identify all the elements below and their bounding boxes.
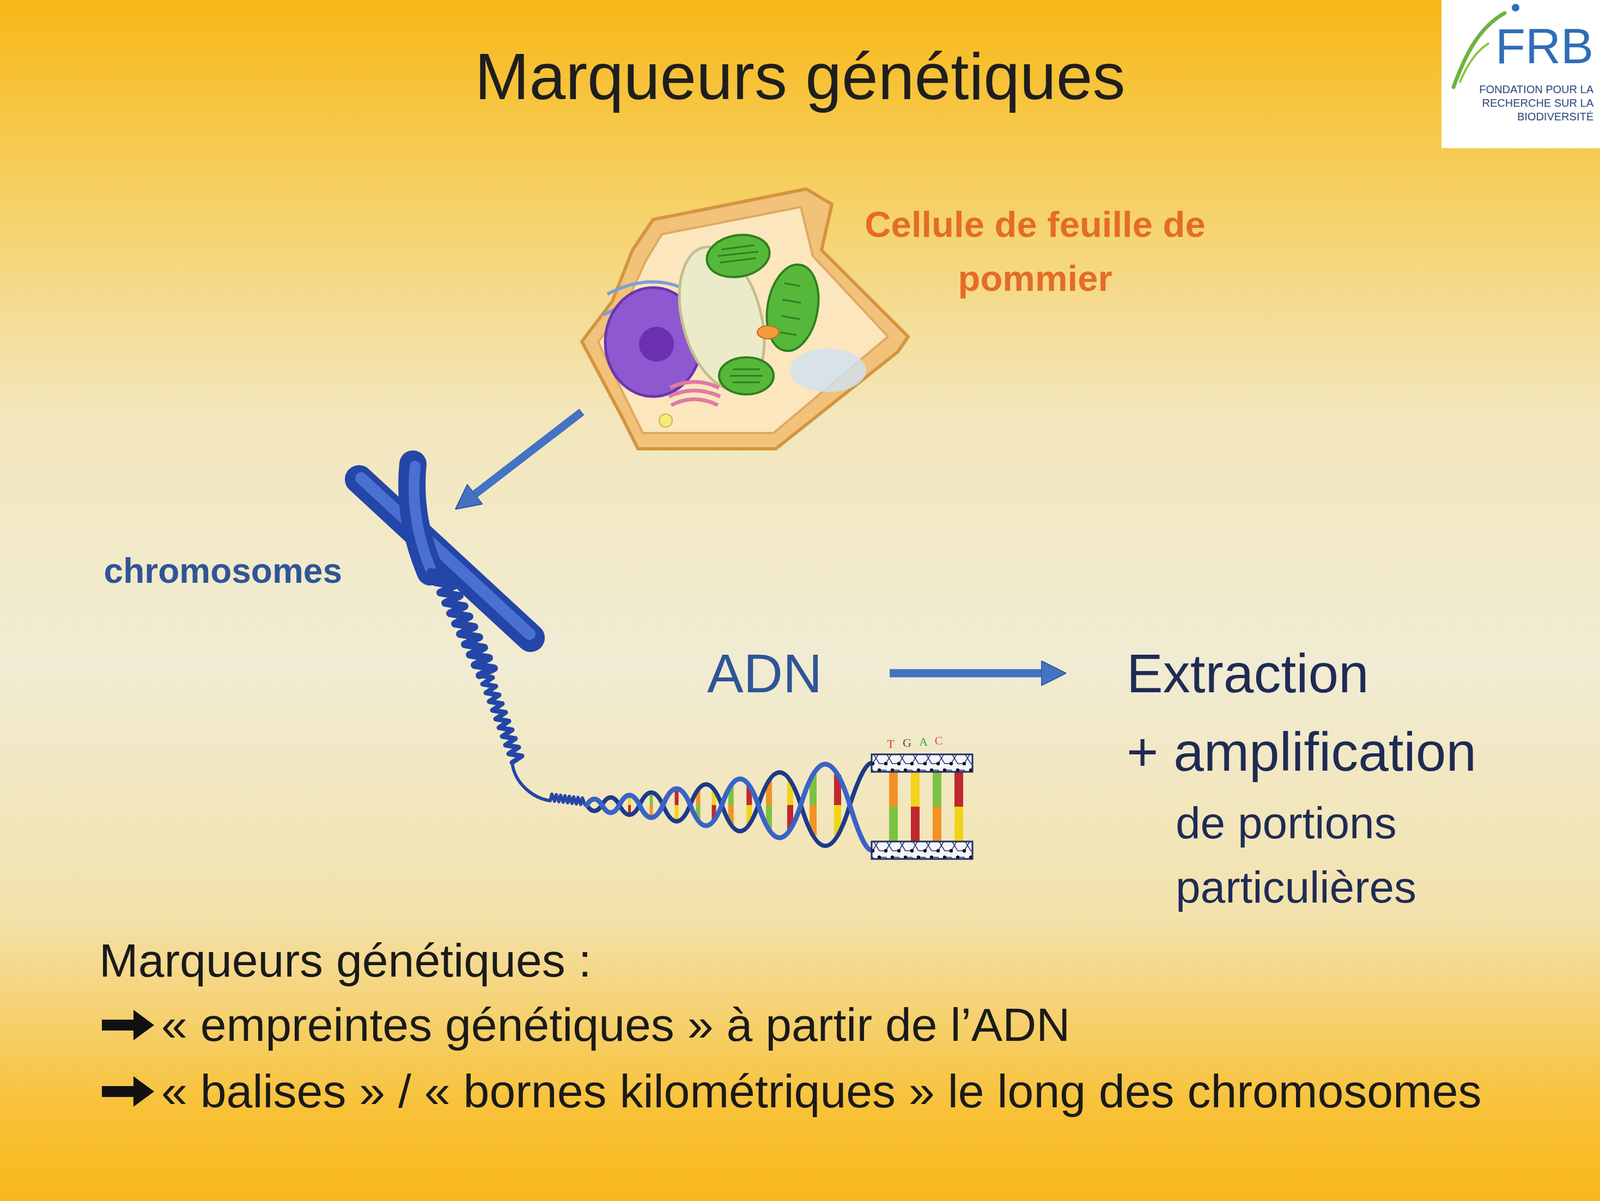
base (889, 771, 898, 807)
chromatid-highlight (361, 478, 530, 635)
vesicle (659, 414, 673, 428)
base (932, 771, 942, 807)
summary-point: « empreintes génétiques » à partir de l’… (161, 996, 1070, 1054)
summary-point: « balises » / « bornes kilométriques » l… (161, 1063, 1482, 1120)
process-text-box: Extraction+ amplificationde portions par… (1126, 634, 1563, 920)
chromatin-coil (512, 762, 586, 806)
thylakoids (780, 283, 801, 336)
chromatin-coil (479, 675, 522, 763)
slide-title: Marqueurs génétiques (0, 37, 1600, 116)
base-letter: A (919, 734, 928, 750)
base (910, 806, 920, 842)
golgi (668, 381, 721, 406)
backbone (871, 754, 973, 772)
logo (1441, 0, 1600, 149)
chromatid (411, 464, 431, 573)
base (674, 805, 679, 822)
chromatin-coil (430, 572, 495, 676)
chromosome (359, 464, 586, 806)
logo-acronym: FRB (1441, 21, 1600, 71)
summary-heading: Marqueurs génétiques : (99, 932, 592, 989)
cytoplasm-patch (789, 348, 867, 393)
nucleolus (639, 326, 674, 362)
dna-label: ADN (707, 640, 823, 707)
plant-cell (581, 189, 909, 449)
dna-strand (586, 764, 872, 851)
cytoplasm (598, 207, 888, 434)
cell-label: Cellule de feuille de pommier (844, 197, 1226, 306)
base-letter: C (934, 733, 944, 748)
cell-wall (581, 189, 909, 449)
logo-swoosh (1459, 43, 1489, 82)
cell-illustration: Cellule de feuille de pommier (581, 183, 872, 454)
dna-strand (586, 763, 872, 847)
mitochondrion (757, 325, 780, 339)
chromosome-illustration: chromosomes (348, 509, 545, 671)
base-letter: G (902, 735, 912, 751)
chloroplast (719, 357, 774, 395)
dna-label-box: ADN (707, 640, 823, 707)
step-detail: de portions particulières (1126, 791, 1563, 920)
logo-dot (1511, 3, 1520, 12)
base (954, 806, 964, 842)
base (954, 771, 964, 807)
logo-name: FONDATION POUR LA RECHERCHE SUR LA BIODI… (1463, 82, 1600, 124)
thylakoids (718, 245, 759, 263)
chloroplast (760, 260, 825, 356)
base-letter: T (886, 737, 894, 752)
base (889, 806, 898, 842)
chromatid-highlight (414, 466, 431, 569)
connector-arrow (475, 411, 582, 495)
bullet-arrow (101, 1010, 155, 1041)
backbone (871, 841, 973, 860)
base (932, 806, 942, 842)
chromosome-label: chromosomes (104, 550, 343, 593)
dna-helix (586, 754, 973, 860)
logo-panel (1441, 0, 1600, 149)
logo-box: FRB FONDATION POUR LA RECHERCHE SUR LA BI… (1441, 0, 1600, 149)
base (910, 771, 920, 807)
dna-ladder (871, 754, 973, 860)
connector-arrow (889, 669, 1042, 678)
step-text: + amplification (1126, 712, 1563, 792)
step-text: Extraction (1126, 634, 1563, 713)
bullet-arrow (101, 1076, 155, 1107)
thylakoids (729, 369, 763, 383)
chloroplast (703, 230, 773, 283)
